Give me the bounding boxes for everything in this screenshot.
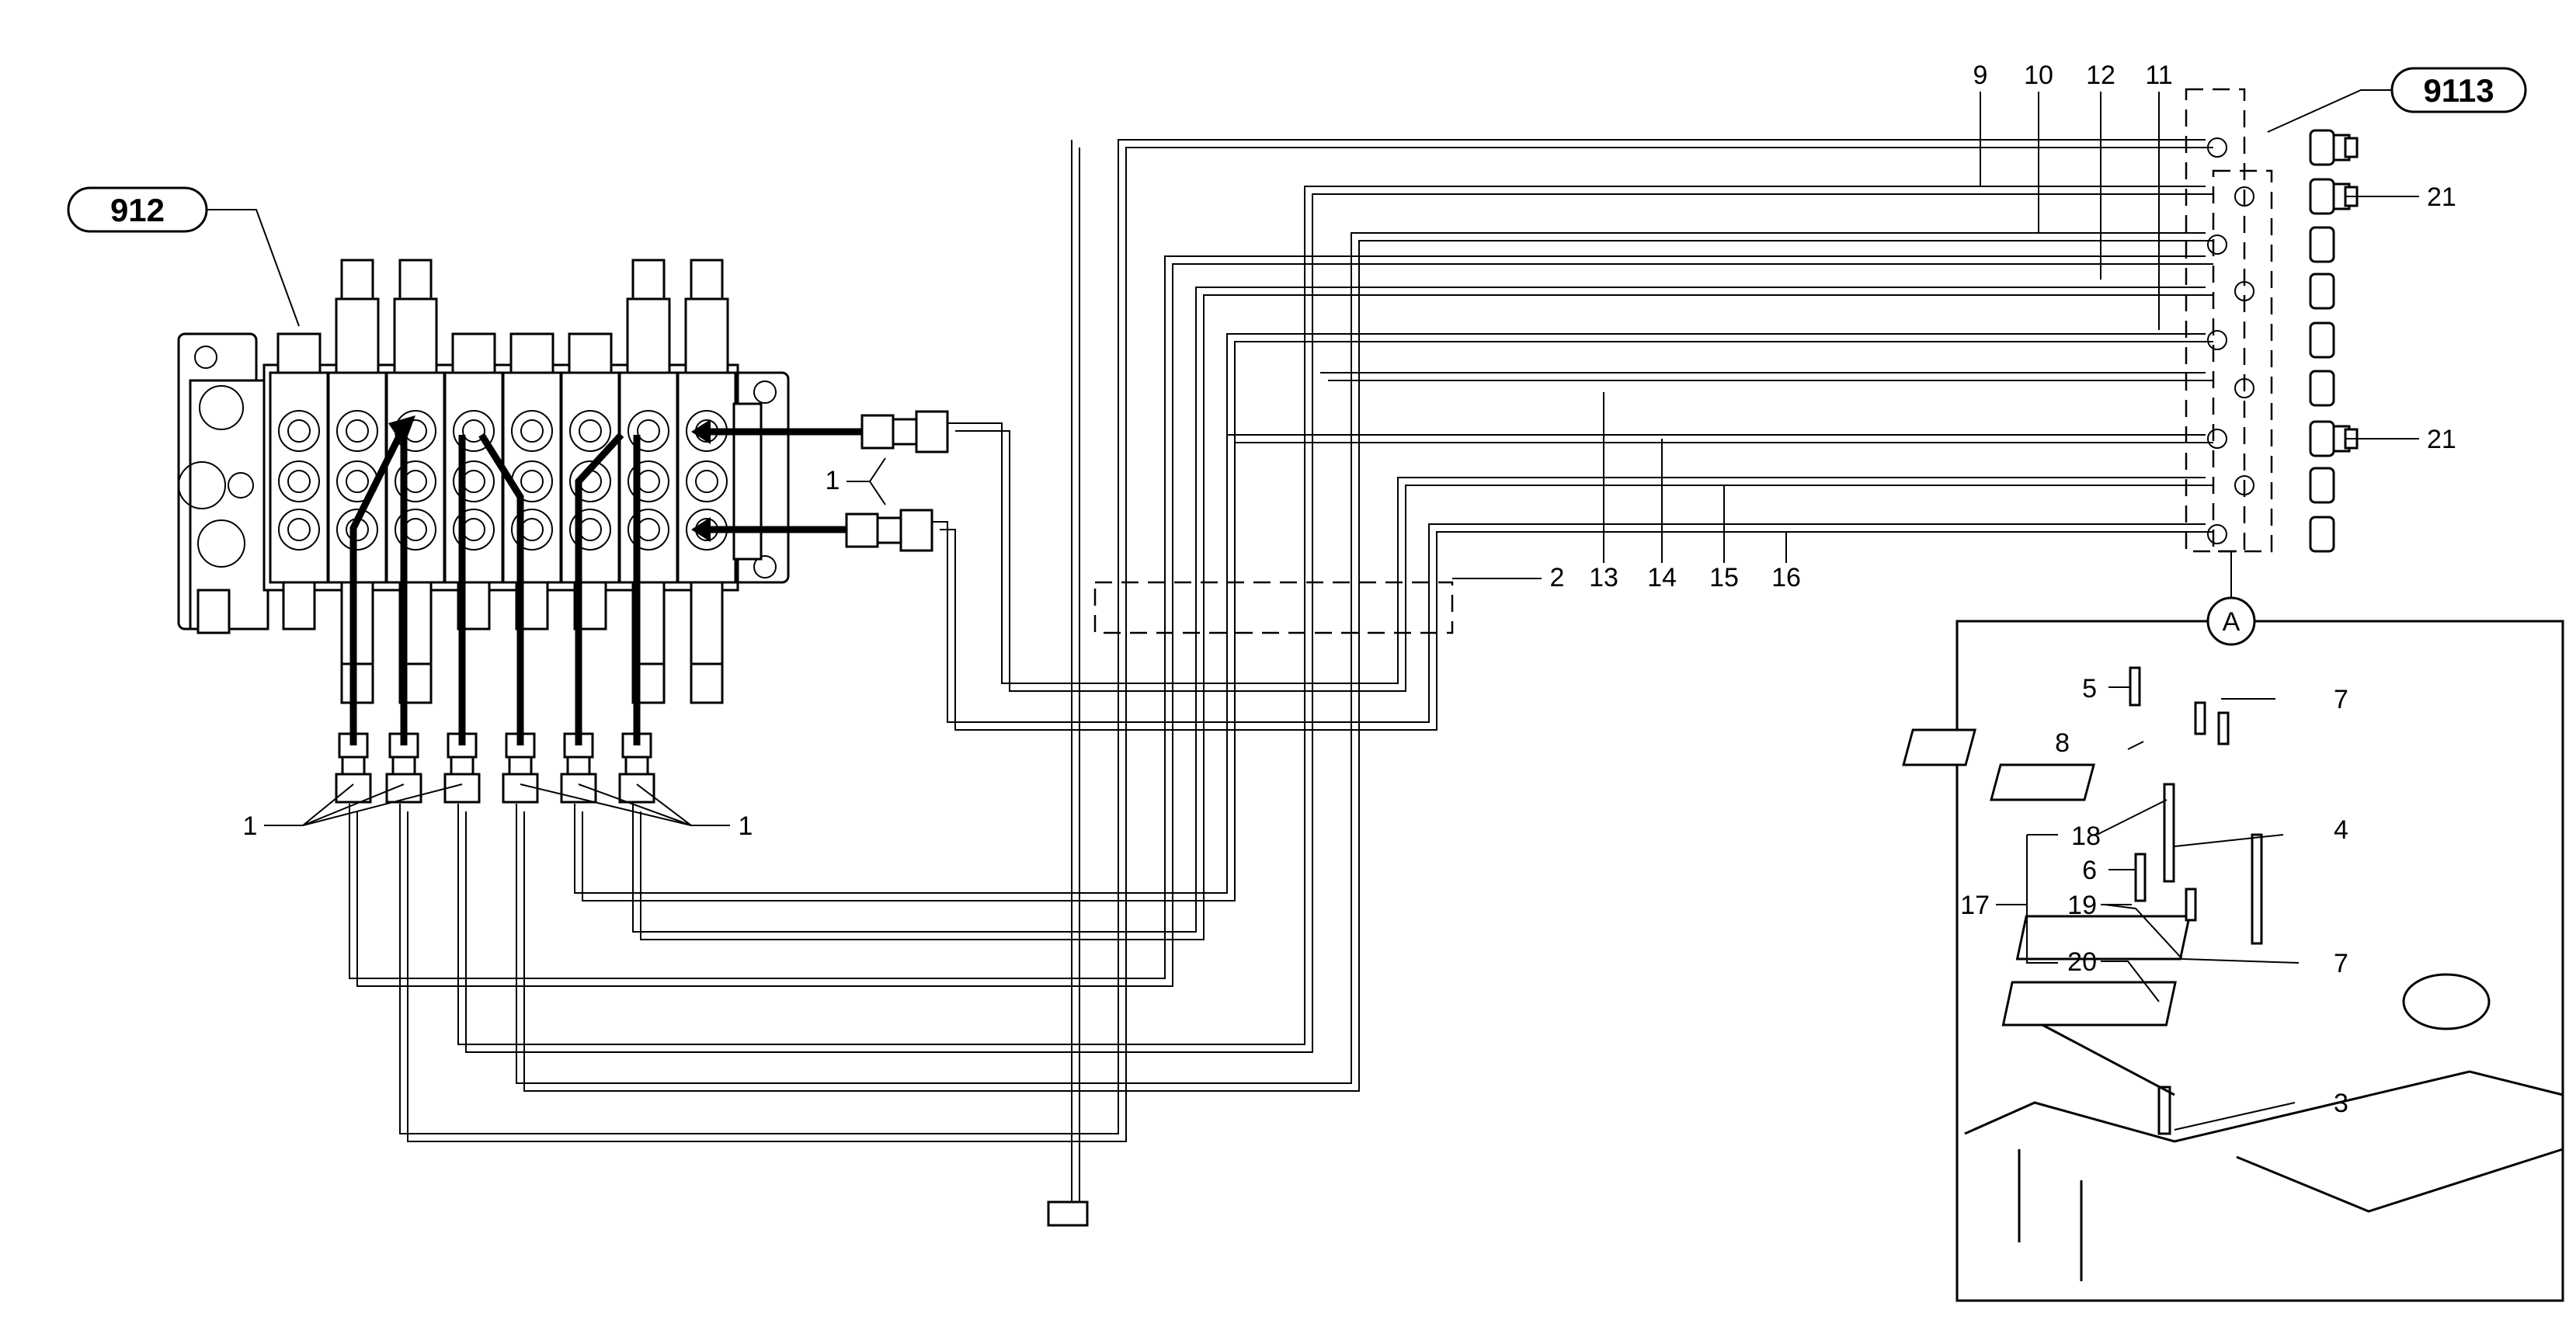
label-14: 14: [1647, 563, 1677, 592]
callout-9113-text: 9113: [2423, 72, 2494, 109]
part-labels: 1 1 1 2 9 10 12 11 13 14 15 16 21 21: [243, 61, 2456, 841]
label-16: 16: [1771, 563, 1801, 592]
valve-section: [618, 259, 679, 704]
detail-label-7-bottom: 7: [2334, 949, 2348, 978]
end-fitting: [2207, 321, 2335, 359]
end-fitting: [2234, 273, 2335, 310]
connection-block: [2185, 88, 2359, 553]
end-fitting: [2234, 370, 2335, 407]
detail-label-4: 4: [2334, 815, 2348, 845]
label-21-mid: 21: [2427, 425, 2456, 454]
end-fitting: [2207, 226, 2335, 263]
detail-a-box: [1902, 551, 2564, 1302]
detail-label-17: 17: [1960, 891, 1990, 920]
detail-labels: 5 7 8 18 4 6 17 19 7 20 3: [1960, 674, 2348, 1118]
callout-9113: 9113: [2267, 67, 2527, 133]
valve-section: [676, 259, 737, 704]
flow-arrows: [349, 415, 862, 745]
hose-routing: [349, 139, 2213, 1227]
label-2: 2: [1550, 563, 1565, 592]
detail-label-7-top: 7: [2334, 685, 2348, 714]
detail-label-5: 5: [2082, 674, 2097, 704]
clamp-region-2: [1093, 581, 1454, 634]
detail-label-20: 20: [2067, 947, 2097, 977]
detail-label-8: 8: [2055, 728, 2070, 758]
label-9: 9: [1973, 61, 1988, 90]
detail-label-6: 6: [2082, 856, 2097, 885]
label-15: 15: [1709, 563, 1739, 592]
label-1-right: 1: [739, 811, 753, 841]
label-21-top: 21: [2427, 182, 2456, 212]
detail-marker-a: A: [2223, 607, 2241, 637]
label-13: 13: [1589, 563, 1618, 592]
detail-label-19: 19: [2067, 891, 2097, 920]
hose-fitting: [560, 732, 597, 804]
detail-label-3: 3: [2334, 1089, 2348, 1118]
valve-section: [443, 332, 504, 631]
valve-section: [269, 332, 329, 631]
end-fitting: [2234, 178, 2359, 215]
label-1-center: 1: [826, 466, 840, 495]
detail-label-18: 18: [2071, 822, 2101, 851]
end-fitting: [2207, 516, 2335, 553]
side-fittings: [845, 410, 949, 552]
label-12: 12: [2086, 61, 2115, 90]
label-10: 10: [2024, 61, 2053, 90]
valve-section: [560, 332, 621, 631]
control-valve-block: [177, 259, 790, 704]
valve-section: [385, 259, 446, 704]
callout-912: 912: [67, 186, 300, 327]
callout-912-text: 912: [110, 192, 165, 228]
label-1-left: 1: [243, 811, 258, 841]
label-11: 11: [2145, 61, 2172, 90]
end-fitting: [2234, 467, 2335, 504]
hose-fitting: [618, 732, 655, 804]
end-fitting: [2207, 129, 2359, 166]
end-fitting: [2207, 420, 2359, 457]
